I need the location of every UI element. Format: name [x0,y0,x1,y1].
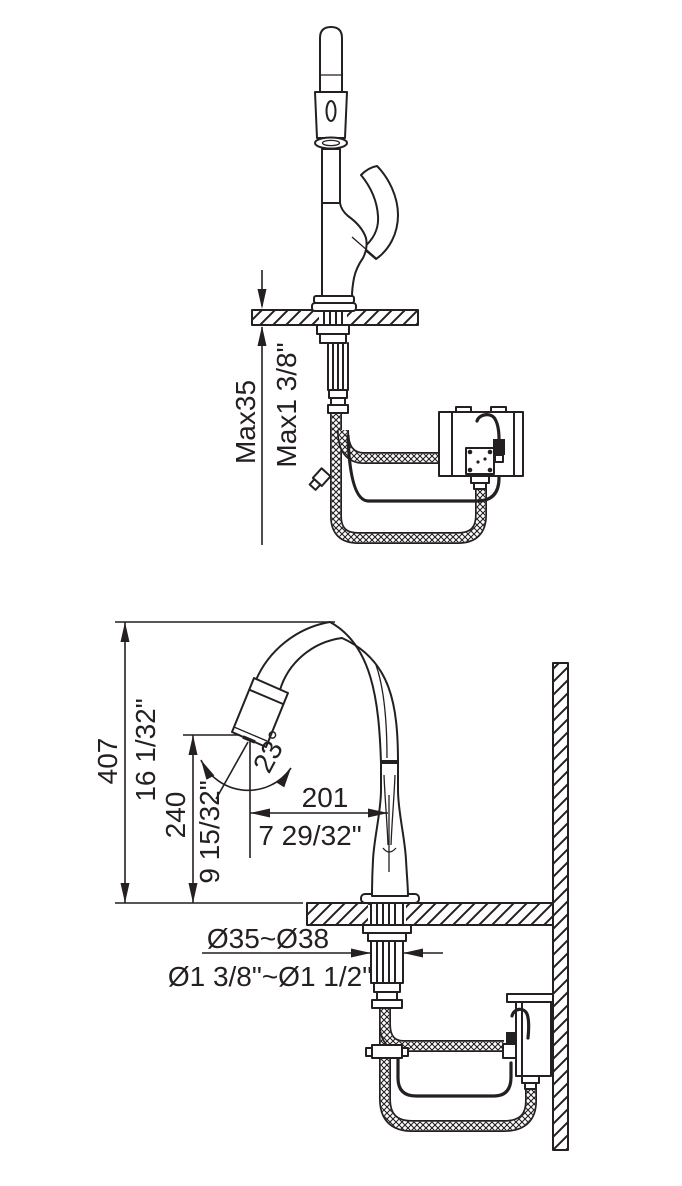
top-view: Max35 Max1 3/8" [230,26,524,545]
dim-overall-height-mm: 407 [92,738,123,785]
top-view-faucet [311,26,399,312]
dim-counter-thickness-mm: Max35 [230,380,261,464]
dim-overall-height-in: 16 1/32" [130,698,161,801]
spray-wand [319,26,343,93]
bottom-view-shank [362,902,412,1009]
sensor-plug-cable-side [510,1007,531,1040]
dim-mounting-hole-in: Ø1 3/8"~Ø1 1/2" [168,961,372,992]
sensor-cable-loop [396,1048,513,1098]
bottom-view-faucet [231,621,420,904]
dim-mounting-hole: Ø35~Ø38 Ø1 3/8"~Ø1 1/2" [168,923,443,992]
dim-overall-height: 407 16 1/32" [92,621,335,904]
sensor-plug [493,439,505,455]
faucet-body-side [371,762,409,897]
hose-end-fitting [308,467,332,491]
dim-counter-thickness-in: Max1 3/8" [271,342,302,467]
hose-coupling-nut [371,1044,403,1059]
bottom-view-control-box [502,993,554,1090]
sensor-plug-cable [475,413,501,441]
sensor-plug-side [506,1032,517,1048]
bottom-view-hoses [365,1008,537,1132]
dim-spout-reach-in: 7 29/32" [258,820,361,851]
wall-section [552,662,569,1151]
dim-spout-reach-mm: 201 [302,782,349,813]
dim-spout-height: 240 9 15/32" [160,734,240,903]
spray-button [325,100,337,122]
top-view-shank [316,324,350,414]
handle [360,165,399,260]
sensor-cable [346,434,501,503]
bottom-view: 407 16 1/32" 240 9 15/32" 23° 201 [92,621,569,1151]
top-view-hoses [308,413,501,544]
spray-head-side [231,677,289,748]
top-view-countertop [251,308,419,326]
bottom-view-countertop [306,902,554,926]
dim-spout-height-mm: 240 [160,792,191,839]
top-view-control-box [438,406,524,490]
dim-counter-thickness: Max35 Max1 3/8" [230,270,302,545]
faucet-body [321,148,368,298]
dim-spout-height-in: 9 15/32" [194,780,225,883]
locknut [362,924,412,934]
dim-mounting-hole-mm: Ø35~Ø38 [207,923,329,954]
dim-spout-reach: 201 7 29/32" [250,782,388,851]
